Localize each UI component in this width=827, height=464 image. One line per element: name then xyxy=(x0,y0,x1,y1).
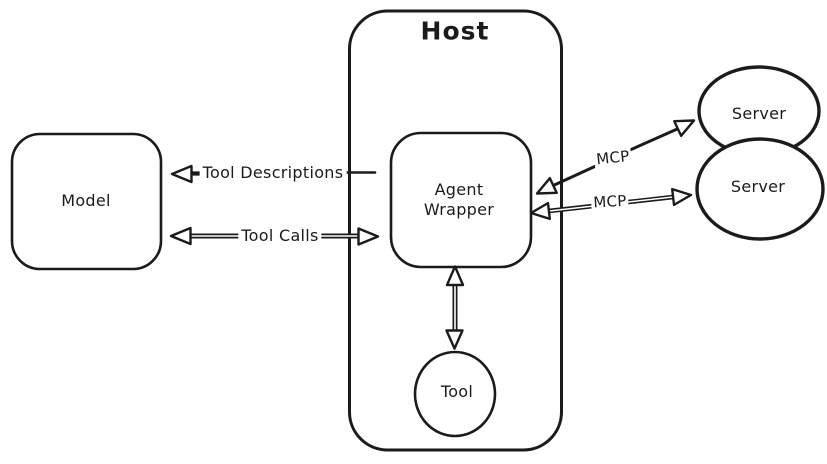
agent-wrapper-box xyxy=(389,131,533,269)
model-label: Model xyxy=(61,191,111,210)
tool-descriptions-label: Tool Descriptions xyxy=(199,163,347,183)
tool-calls-label: Tool Calls xyxy=(238,226,322,246)
arrowhead-left-icon xyxy=(529,201,551,221)
mcp-top-line-2 xyxy=(628,124,686,152)
arrowhead-left-icon xyxy=(170,164,193,184)
mcp-arrow-bottom xyxy=(529,187,693,221)
arrowhead-right-icon xyxy=(671,187,693,207)
arrowhead-up-icon xyxy=(445,265,465,287)
model-box xyxy=(10,132,163,271)
server-2-ellipse xyxy=(695,137,825,241)
mcp-top-label: MCP xyxy=(593,146,633,170)
arrowhead-left-icon xyxy=(169,226,192,246)
mcp-arrow-top xyxy=(535,119,696,195)
mcp-bottom-line-inner xyxy=(546,196,676,212)
arrowhead-upright-icon xyxy=(673,119,696,137)
tool-label: Tool xyxy=(440,382,474,401)
arrowhead-right-icon xyxy=(357,227,380,246)
server-2-label: Server xyxy=(730,177,786,196)
mcp-top-line-1 xyxy=(548,163,600,189)
mcp-bottom-label: MCP xyxy=(590,191,630,213)
host-box xyxy=(348,9,563,452)
arrowhead-downleft-icon xyxy=(535,177,558,195)
agent-tool-arrow xyxy=(445,265,465,350)
server-1-label: Server xyxy=(731,104,787,123)
arrowhead-down-icon xyxy=(445,329,464,350)
tool-calls-arrow xyxy=(169,226,380,246)
tool-circle xyxy=(413,350,497,438)
agent-wrapper-label: Agent Wrapper xyxy=(423,180,495,219)
host-label: Host xyxy=(420,16,490,46)
